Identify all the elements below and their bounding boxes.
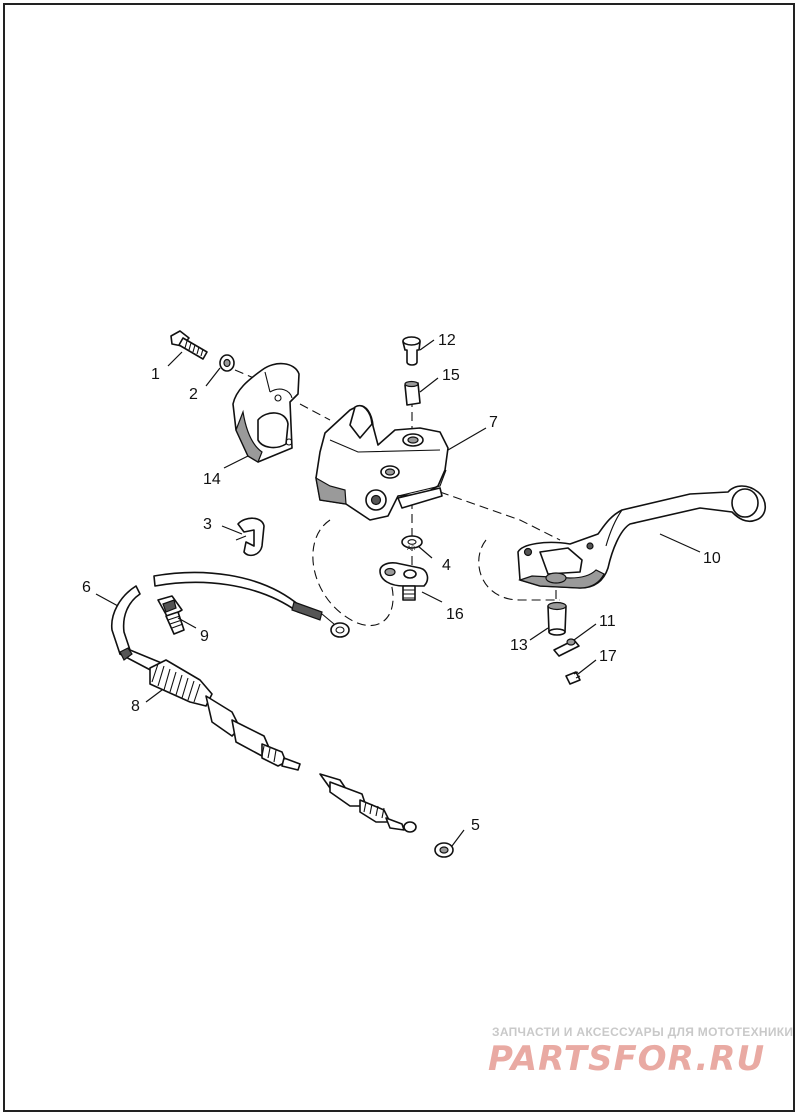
leader-lines	[95, 339, 701, 847]
part-13-pin	[547, 601, 567, 636]
part-8-boot	[149, 659, 301, 771]
assembly-lines	[234, 369, 561, 627]
part-6-cable	[111, 585, 165, 675]
part-10-lever	[517, 485, 767, 589]
washer-mark: AR	[407, 545, 415, 552]
callout-14: 14	[203, 471, 221, 488]
callout-15: 15	[442, 367, 460, 384]
callout-17: 17	[599, 648, 617, 665]
callout-2: 2	[189, 386, 198, 403]
callout-labels: 1 2 3 4 5 6 7 8 9 10 11 12 13 14 15 16 1…	[82, 332, 721, 834]
callout-9: 9	[200, 628, 209, 645]
watermark: ЗАПЧАСТИ И АКСЕССУАРЫ ДЛЯ МОТОТЕХНИКИ PA…	[488, 1025, 793, 1079]
part-7-bracket	[315, 404, 449, 521]
part-12-pin	[402, 336, 421, 366]
callout-12: 12	[438, 332, 456, 349]
page-border	[3, 3, 795, 1112]
callout-8: 8	[131, 698, 140, 715]
callout-5: 5	[471, 817, 480, 834]
callout-6: 6	[82, 579, 91, 596]
part-9-connector	[157, 595, 185, 635]
part-3-clip	[235, 517, 265, 557]
callout-7: 7	[489, 414, 498, 431]
callout-11: 11	[599, 613, 616, 630]
part-1-screw	[170, 330, 208, 360]
callout-3: 3	[203, 516, 212, 533]
watermark-tagline: ЗАПЧАСТИ И АКСЕССУАРЫ ДЛЯ МОТОТЕХНИКИ	[492, 1025, 793, 1039]
switch-wire	[153, 571, 350, 638]
part-5-washer	[434, 842, 454, 858]
callout-4: 4	[442, 557, 451, 574]
watermark-logo: PARTSFOR.RU	[488, 1039, 765, 1079]
callout-13: 13	[510, 637, 528, 654]
callout-10: 10	[703, 550, 721, 567]
part-2-washer	[219, 354, 235, 372]
callout-16: 16	[446, 606, 464, 623]
part-17-screw	[565, 671, 581, 685]
callout-1: 1	[151, 366, 160, 383]
part-16-switch-plate	[379, 562, 429, 601]
part-11-retainer	[553, 638, 580, 657]
part-14-clamp	[232, 362, 300, 463]
part-15-bushing	[404, 380, 421, 406]
cable-lower-end	[319, 773, 417, 833]
part-4-washer: AR	[401, 535, 423, 552]
